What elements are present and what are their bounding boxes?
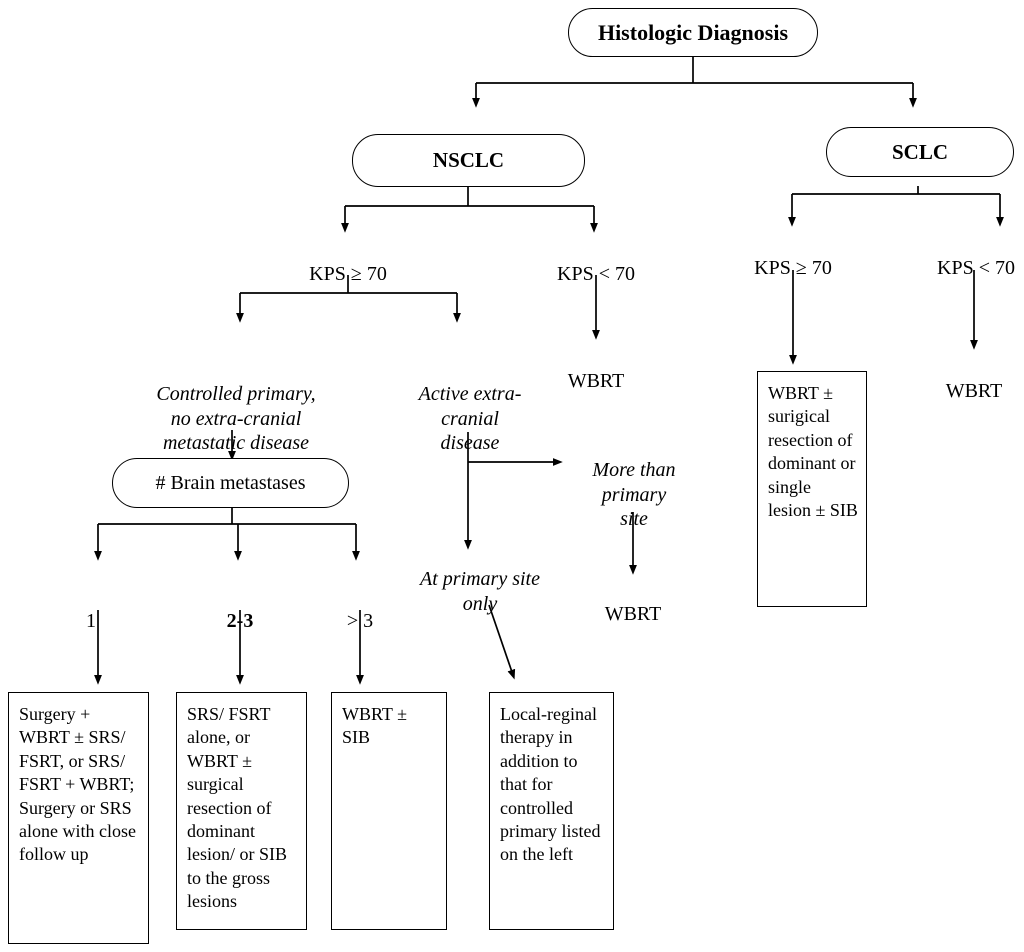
box-outcome-more-than-three-metastases[interactable]: WBRT ± SIB [331,692,447,930]
label-sclc-kps-low: KPS < 70 [896,232,1024,281]
node-histologic-diagnosis[interactable]: Histologic Diagnosis [568,8,818,57]
label-sclc-kps-high: KPS ≥ 70 [713,232,873,281]
label-active-extracranial: Active extra- cranial disease [390,358,550,456]
label-nsclc-low-wbrt-text: WBRT [567,370,625,393]
label-more-than-primary-text: More than primary site [592,459,676,531]
label-active-extracranial-text: Active extra- cranial disease [418,383,522,455]
label-controlled-primary: Controlled primary, no extra-cranial met… [130,358,342,456]
label-sclc-low-wbrt: WBRT [914,355,1024,404]
box-outcome-two-three-metastases[interactable]: SRS/ FSRT alone, or WBRT ± surgical rese… [176,692,307,930]
label-nsclc-kps-low-text: KPS < 70 [557,263,635,286]
node-sclc-label: SCLC [891,139,949,164]
label-nsclc-kps-high: KPS ≥ 70 [268,238,428,287]
label-nsclc-low-wbrt: WBRT [536,345,656,394]
label-count-more-three-text: > 3 [346,610,374,633]
label-nsclc-kps-high-text: KPS ≥ 70 [309,263,387,286]
node-brain-metastases[interactable]: # Brain metastases [112,458,349,508]
box-outcome-two-three-metastases-text: SRS/ FSRT alone, or WBRT ± surgical rese… [187,704,288,912]
label-more-than-primary-wbrt-text: WBRT [604,603,662,626]
box-outcome-single-metastasis[interactable]: Surgery + WBRT ± SRS/ FSRT, or SRS/ FSRT… [8,692,149,944]
label-count-two-three: 2-3 [200,585,280,634]
label-nsclc-kps-low: KPS < 70 [516,238,676,287]
label-count-one: 1 [68,585,146,634]
label-count-more-three: > 3 [320,585,400,634]
node-nsclc[interactable]: NSCLC [352,134,585,187]
node-nsclc-label: NSCLC [432,148,505,172]
box-outcome-single-metastasis-text: Surgery + WBRT ± SRS/ FSRT, or SRS/ FSRT… [19,704,136,865]
label-count-one-text: 1 [86,610,96,633]
node-brain-metastases-label: # Brain metastases [155,471,306,494]
label-sclc-kps-high-text: KPS ≥ 70 [754,257,832,280]
label-count-two-three-text: 2-3 [226,610,254,633]
label-more-than-primary-wbrt: WBRT [573,578,693,627]
box-sclc-treatment-text: WBRT ± surigical resection of dominant o… [768,383,858,520]
label-controlled-primary-text: Controlled primary, no extra-cranial met… [156,383,316,455]
label-at-primary-site-text: At primary site only [420,568,540,615]
node-histologic-diagnosis-label: Histologic Diagnosis [597,19,789,45]
box-sclc-treatment[interactable]: WBRT ± surigical resection of dominant o… [757,371,867,607]
label-more-than-primary: More than primary site [570,434,698,532]
box-outcome-more-than-three-metastases-text: WBRT ± SIB [342,704,407,748]
box-outcome-local-regional-therapy[interactable]: Local-reginal therapy in addition to tha… [489,692,614,930]
node-sclc[interactable]: SCLC [826,127,1014,177]
label-at-primary-site: At primary site only [390,543,570,616]
label-sclc-kps-low-text: KPS < 70 [937,257,1015,280]
box-outcome-local-regional-therapy-text: Local-reginal therapy in addition to tha… [500,704,601,865]
label-sclc-low-wbrt-text: WBRT [945,380,1003,403]
